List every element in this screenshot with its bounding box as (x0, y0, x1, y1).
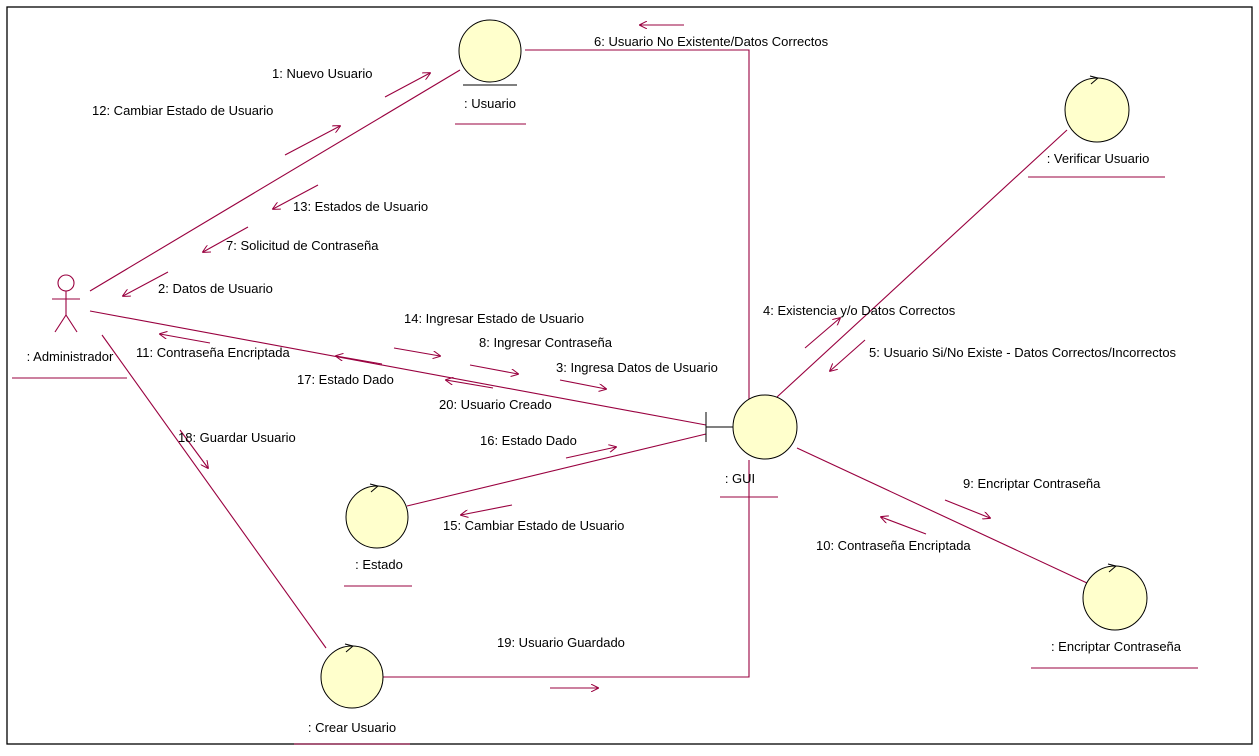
msg-8-label: 8: Ingresar Contraseña (479, 335, 613, 350)
link-admin-crear (101, 334, 327, 649)
msg-7-label: 7: Solicitud de Contraseña (226, 238, 379, 253)
control-body (1082, 565, 1148, 631)
control-body (345, 485, 409, 549)
actor-leg-right (65, 314, 78, 333)
encriptar-label: : Encriptar Contraseña (1051, 639, 1182, 654)
arrow-msg-7 (203, 226, 249, 252)
arrow-msg-20 (446, 380, 494, 389)
link-gui-verificar (776, 129, 1068, 398)
arrow-msg-12 (284, 126, 340, 156)
control-verificar-usuario[interactable]: : Verificar Usuario (1028, 75, 1165, 178)
arrow-msg-14 (393, 347, 440, 356)
control-arrowhead (344, 643, 355, 653)
msg-15-label: 15: Cambiar Estado de Usuario (443, 518, 624, 533)
control-body (320, 645, 384, 709)
arrow-msg-10 (881, 517, 927, 535)
msg-18-label: 18: Guardar Usuario (178, 430, 296, 445)
message-labels: 1: Nuevo Usuario 2: Datos de Usuario 3: … (92, 34, 1177, 650)
control-estado[interactable]: : Estado (344, 483, 412, 587)
link-usuario-gui (525, 49, 750, 400)
msg-13-label: 13: Estados de Usuario (293, 199, 428, 214)
link-admin-usuario (89, 69, 461, 292)
msg-1-label: 1: Nuevo Usuario (272, 66, 372, 81)
link-estado-gui (406, 433, 707, 507)
arrow-msg-18 (179, 429, 208, 468)
usuario-label: : Usuario (464, 96, 516, 111)
msg-4-label: 4: Existencia y/o Datos Correctos (763, 303, 956, 318)
arrow-msg-8 (469, 364, 518, 374)
link-gui-encriptar (796, 447, 1088, 584)
arrow-msg-4 (804, 318, 840, 349)
boundary-body (732, 394, 798, 460)
msg-20-label: 20: Usuario Creado (439, 397, 552, 412)
control-body (1064, 77, 1130, 143)
control-arrowhead (1089, 75, 1100, 85)
verificar-label: : Verificar Usuario (1047, 151, 1150, 166)
diagram-frame (6, 6, 1253, 745)
msg-10-label: 10: Contraseña Encriptada (816, 538, 971, 553)
arrow-msg-9 (944, 499, 990, 518)
msg-9-label: 9: Encriptar Contraseña (963, 476, 1101, 491)
msg-6-label: 6: Usuario No Existente/Datos Correctos (594, 34, 829, 49)
entity-body (458, 19, 522, 83)
arrow-msg-17 (336, 356, 383, 365)
link-crear-gui (383, 460, 750, 678)
control-arrowhead (1107, 563, 1118, 573)
msg-2-label: 2: Datos de Usuario (158, 281, 273, 296)
arrow-msg-15 (461, 504, 513, 515)
arrow-msg-3 (559, 379, 606, 389)
msg-14-label: 14: Ingresar Estado de Usuario (404, 311, 584, 326)
message-arrows (123, 25, 990, 688)
msg-5-label: 5: Usuario Si/No Existe - Datos Correcto… (869, 345, 1177, 360)
actor-label: : Administrador (27, 349, 114, 364)
boundary-gui[interactable]: : GUI (705, 394, 798, 498)
arrow-msg-1 (384, 73, 430, 98)
msg-19-label: 19: Usuario Guardado (497, 635, 625, 650)
link-admin-gui (89, 310, 707, 426)
control-arrowhead (369, 483, 380, 493)
msg-12-label: 12: Cambiar Estado de Usuario (92, 103, 273, 118)
msg-17-label: 17: Estado Dado (297, 372, 394, 387)
arrow-msg-13 (273, 184, 319, 209)
gui-label: : GUI (725, 471, 755, 486)
msg-16-label: 16: Estado Dado (480, 433, 577, 448)
msg-3-label: 3: Ingresa Datos de Usuario (556, 360, 718, 375)
entity-usuario[interactable]: : Usuario (455, 19, 526, 125)
links (89, 49, 1088, 678)
arrow-msg-5 (830, 339, 866, 371)
crear-label: : Crear Usuario (308, 720, 396, 735)
actor-administrador[interactable]: : Administrador (12, 274, 127, 379)
arrow-msg-2 (123, 271, 169, 296)
estado-label: : Estado (355, 557, 403, 572)
control-encriptar-contrasena[interactable]: : Encriptar Contraseña (1031, 563, 1198, 669)
actor-leg-left (54, 314, 67, 333)
arrow-msg-16 (565, 447, 616, 459)
control-crear-usuario[interactable]: : Crear Usuario (294, 643, 410, 745)
msg-11-label: 11: Contraseña Encriptada (136, 345, 290, 360)
arrow-msg-11 (160, 334, 211, 344)
actor-head (57, 274, 75, 292)
